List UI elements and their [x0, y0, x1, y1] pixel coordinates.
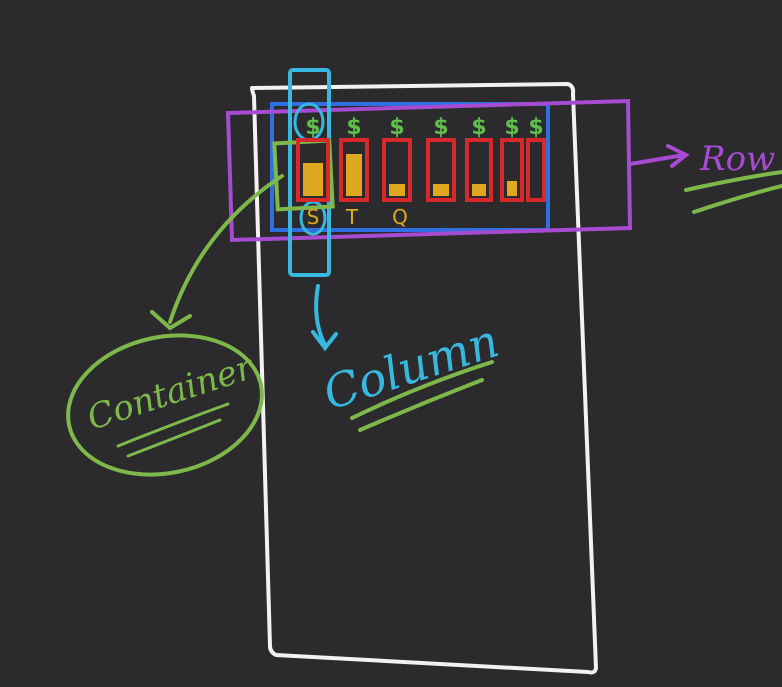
row-underline [684, 170, 782, 214]
phone-outline [250, 82, 598, 675]
bar-outline [500, 138, 524, 202]
dollar-label: $ [389, 115, 404, 140]
bar-outline [296, 138, 330, 202]
bar-fill [433, 184, 449, 196]
container-circle [66, 333, 264, 477]
dollar-label: $ [433, 115, 448, 140]
bar-outline [426, 138, 456, 202]
day-label: Q [392, 205, 408, 229]
column-underline [350, 360, 494, 432]
row-highlight [225, 98, 633, 243]
bar-outline [382, 138, 412, 202]
dollar-label: $ [305, 115, 320, 140]
dollar-label: $ [504, 115, 519, 140]
bar-outline [339, 138, 369, 202]
bar-outline [526, 138, 546, 202]
day-label: S [307, 205, 320, 229]
container-underline [116, 402, 230, 458]
dollar-label: $ [346, 115, 361, 140]
inner-row-box [270, 102, 550, 232]
bar-fill [507, 181, 517, 196]
dollar-label: $ [471, 115, 486, 140]
container-highlight [272, 138, 335, 212]
column-arrow [311, 284, 338, 352]
bar-fill [472, 184, 486, 196]
row-label: Row [699, 139, 775, 179]
container-arrow [150, 174, 284, 331]
dollar-label: $ [528, 115, 543, 140]
row-arrow [628, 144, 690, 168]
bar-fill [346, 154, 362, 196]
day-label: T [345, 205, 359, 229]
bar-fill [303, 163, 323, 196]
bar-outline [465, 138, 493, 202]
bar-chart-sketch: $ $ $ $ $ $ $ S T Q [296, 115, 546, 229]
bar-fill [389, 184, 405, 196]
